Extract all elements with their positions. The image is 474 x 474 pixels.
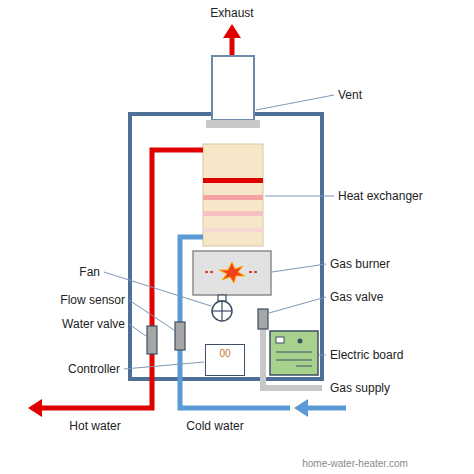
part-label: Controller bbox=[68, 362, 120, 376]
flow-sensor bbox=[175, 322, 185, 350]
part-label: Gas valve bbox=[330, 290, 383, 304]
leader-line bbox=[269, 297, 326, 313]
exchanger-band bbox=[203, 178, 263, 183]
leader-line bbox=[124, 362, 204, 369]
display-digits: 00 bbox=[210, 348, 240, 360]
leader-line bbox=[272, 264, 326, 272]
hot-water-arrowhead bbox=[28, 399, 42, 417]
fan-blade bbox=[221, 301, 222, 321]
exhaust-arrowhead bbox=[223, 24, 241, 38]
electric-board bbox=[270, 331, 318, 375]
part-label: Gas burner bbox=[330, 257, 390, 271]
watermark: home-water-heater.com bbox=[302, 457, 408, 471]
cold-water-arrowhead bbox=[294, 399, 308, 417]
flame bbox=[219, 262, 245, 283]
part-label: Cold water bbox=[186, 419, 243, 433]
part-label: Fan bbox=[79, 265, 100, 279]
part-label: Electric board bbox=[330, 348, 403, 362]
part-label: Exhaust bbox=[210, 6, 253, 20]
cold-water-inlet bbox=[306, 406, 346, 411]
fan-stem bbox=[218, 295, 226, 301]
board-chip bbox=[276, 337, 284, 343]
fan bbox=[212, 301, 232, 321]
leader-line bbox=[129, 324, 146, 336]
vent bbox=[212, 56, 254, 120]
gas-burner bbox=[193, 251, 271, 295]
leader-line bbox=[319, 355, 326, 356]
flame-dash bbox=[249, 271, 259, 273]
board-trace bbox=[276, 360, 312, 361]
part-label: Vent bbox=[338, 88, 362, 102]
part-label: Heat exchanger bbox=[338, 189, 423, 203]
controller-box: 00 bbox=[205, 344, 245, 376]
housing bbox=[130, 114, 322, 379]
part-label: Water valve bbox=[62, 317, 125, 331]
cold-water-pipe bbox=[180, 237, 290, 408]
exchanger-band bbox=[203, 195, 263, 200]
heat-exchanger bbox=[203, 144, 263, 246]
leader-line bbox=[129, 300, 174, 330]
exchanger-band bbox=[203, 228, 263, 232]
part-label: Hot water bbox=[69, 419, 120, 433]
board-led bbox=[298, 339, 303, 344]
water-valve bbox=[147, 326, 157, 354]
flame-dash bbox=[205, 271, 215, 273]
leader-line bbox=[265, 196, 334, 197]
board-trace bbox=[276, 352, 312, 353]
leader-line bbox=[256, 95, 334, 110]
part-label: Gas supply bbox=[330, 381, 390, 395]
gas-supply-pipe bbox=[263, 322, 322, 388]
exhaust-arrow bbox=[230, 36, 235, 56]
exchanger-band bbox=[203, 211, 263, 216]
gas-valve bbox=[258, 309, 268, 329]
board-trace bbox=[296, 366, 312, 367]
part-label: Flow sensor bbox=[60, 293, 125, 307]
vent-collar bbox=[206, 120, 260, 128]
